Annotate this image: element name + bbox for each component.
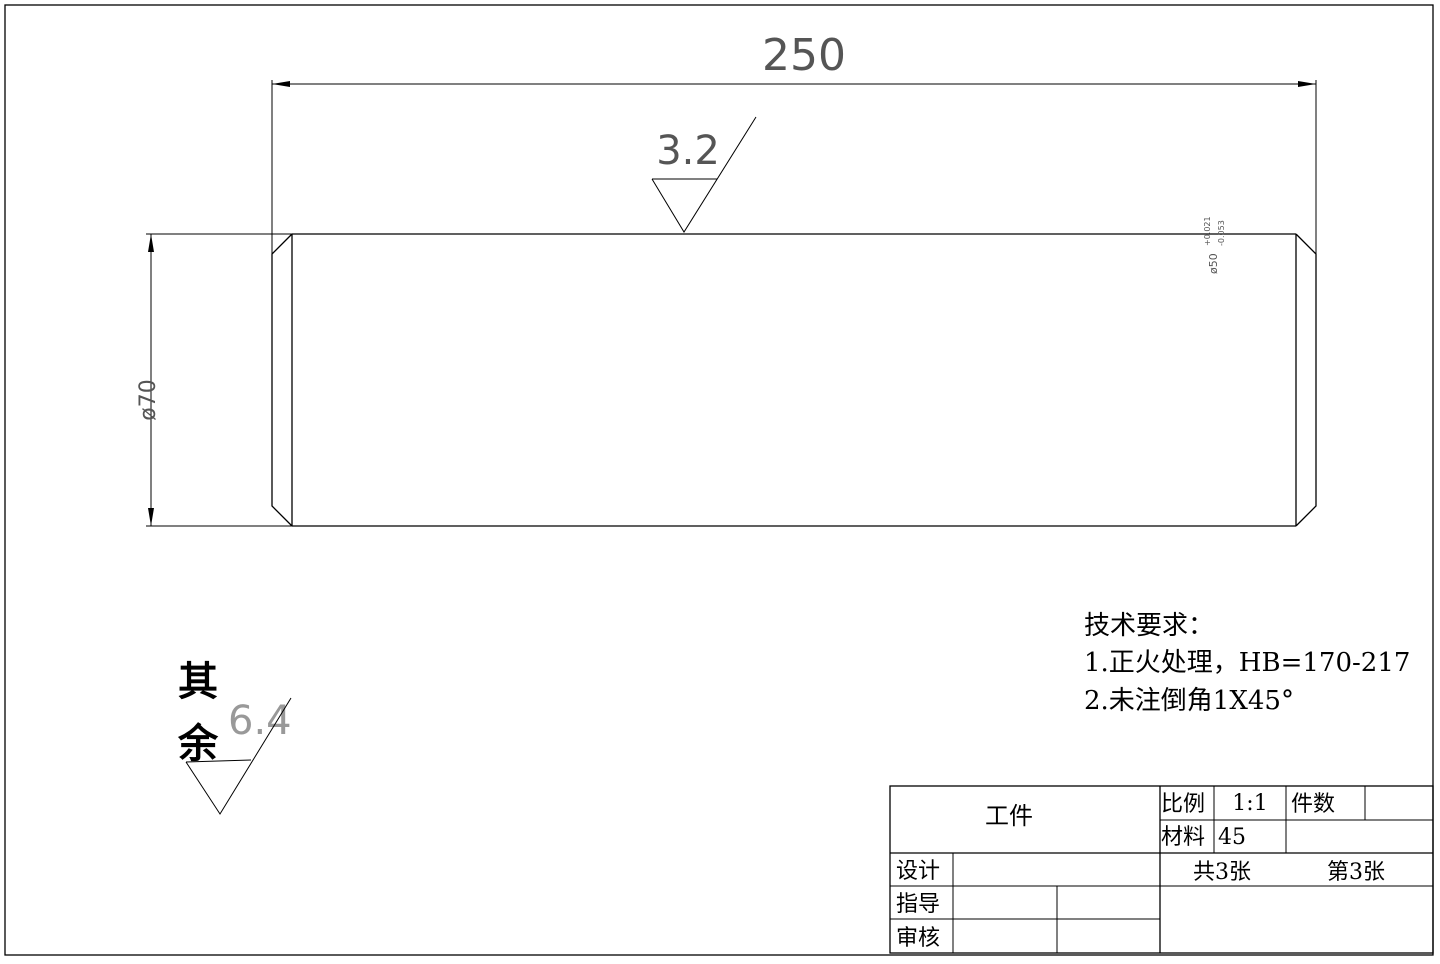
remaining-label-1: 其	[178, 658, 218, 705]
material-label: 材料	[1161, 825, 1205, 850]
remaining-roughness-symbol: 其 余 6.4	[177, 658, 292, 815]
tech-req-item: 1.正火处理，HB=170-217	[1084, 648, 1410, 678]
guide-label: 指导	[896, 892, 940, 917]
tolerance-lower: -0.053	[1217, 220, 1226, 246]
length-dim-text: 250	[762, 30, 846, 81]
review-label: 审核	[896, 926, 940, 951]
tolerance-base: ø50	[1207, 253, 1220, 274]
length-dimension: 250	[271, 30, 1317, 254]
drawing-border	[4, 4, 1434, 956]
tolerance-note: ø50 +0.021 -0.053	[1203, 216, 1226, 274]
diameter-dimension: ø70	[136, 233, 292, 527]
quantity-label: 件数	[1291, 792, 1335, 817]
tech-req-item: 2.未注倒角1X45°	[1084, 686, 1294, 716]
roughness-symbol: 3.2	[651, 116, 757, 233]
remaining-label-2: 余	[177, 720, 219, 767]
diameter-dim-text: ø70	[136, 379, 161, 420]
roughness-value: 3.2	[656, 128, 720, 174]
tolerance-upper: +0.021	[1203, 216, 1212, 246]
material-value: 45	[1218, 825, 1246, 850]
scale-value: 1:1	[1232, 791, 1267, 816]
title-block: 工件 比例 1:1 件数 材料 45 设计 指导 审核 共3张 第3张	[889, 785, 1434, 954]
remaining-roughness-value: 6.4	[228, 698, 292, 744]
shaft-outline	[271, 233, 1317, 527]
scale-label: 比例	[1161, 792, 1205, 817]
design-label: 设计	[896, 859, 940, 884]
tech-req-title: 技术要求：	[1084, 611, 1214, 641]
part-name: 工件	[985, 802, 1033, 830]
total-sheets: 共3张	[1193, 860, 1251, 885]
technical-requirements: 技术要求： 1.正火处理，HB=170-217 2.未注倒角1X45°	[1084, 611, 1410, 716]
sheet-number: 第3张	[1327, 860, 1385, 885]
